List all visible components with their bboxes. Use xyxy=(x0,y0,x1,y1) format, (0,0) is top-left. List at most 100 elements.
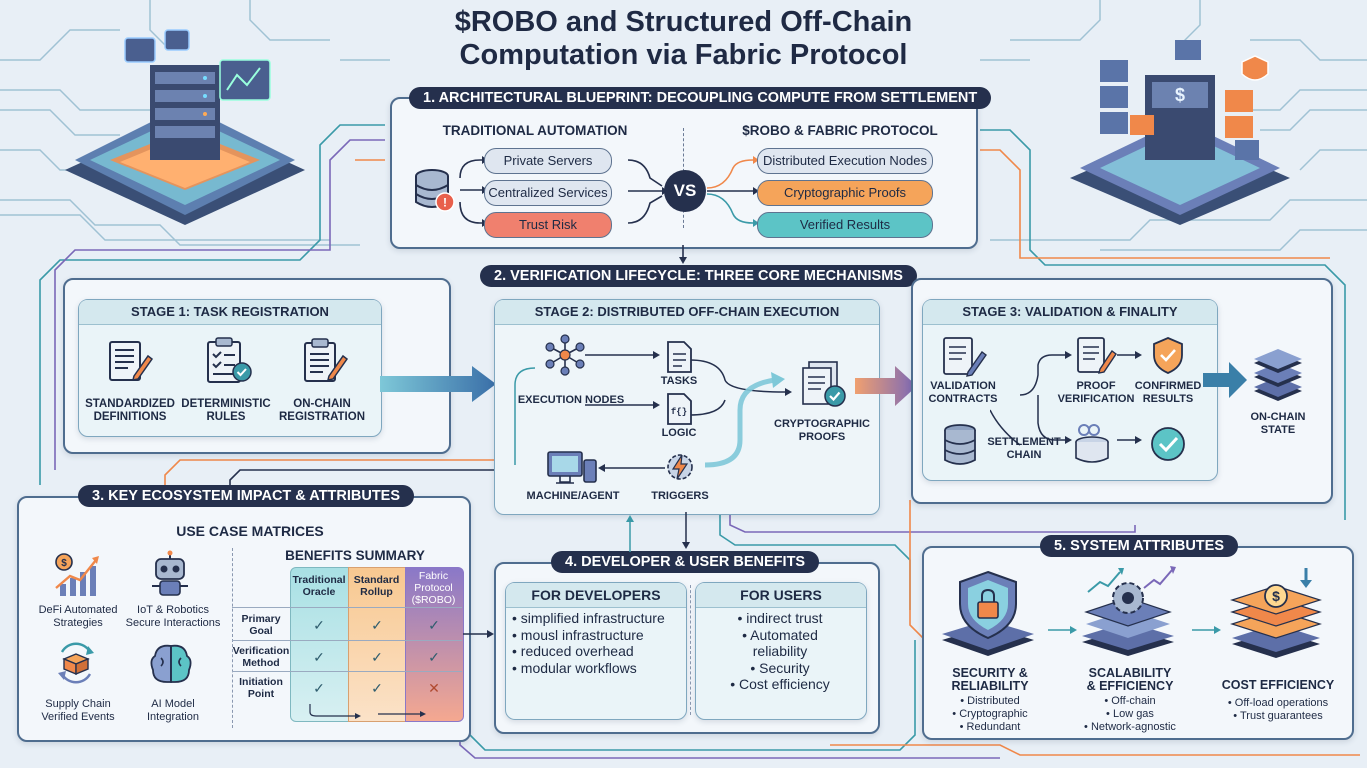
list-item: • Network-agnostic xyxy=(1084,721,1176,733)
section-1-header: 1. ARCHITECTURAL BLUEPRINT: DECOUPLING C… xyxy=(409,87,992,109)
arrow-to-onchain-state xyxy=(1203,362,1247,398)
list-item: • Automated xyxy=(742,626,818,643)
connector-stage2-section4-up xyxy=(626,515,634,552)
scalability-efficiency-title: SCALABILITY& EFFICIENCY xyxy=(1086,666,1174,693)
validation-contract-icon xyxy=(943,337,987,377)
traditional-flow-arrows xyxy=(459,156,668,227)
column-traditional-oracle xyxy=(290,567,350,722)
developers-title: FOR DEVELOPERS xyxy=(506,583,686,608)
proof-verification-icon xyxy=(1077,337,1117,374)
onchain-state-stack-icon xyxy=(1254,349,1302,401)
list-item: • Off-chain xyxy=(1104,695,1156,707)
svg-text:!: ! xyxy=(443,196,447,210)
trigger-lightning-icon xyxy=(667,454,693,480)
scalability-gear-icon xyxy=(1082,566,1176,656)
list-item: • Trust guarantees xyxy=(1233,710,1323,722)
arrow-stage1-to-stage2 xyxy=(380,366,496,402)
list-item: • Cost efficiency xyxy=(730,676,830,692)
fabric-flow-arrows xyxy=(706,156,759,227)
cryptographic-proof-document-icon xyxy=(802,361,846,407)
page-title: $ROBO and Structured Off-Chain Computati… xyxy=(380,6,987,72)
section-5-header: 5. SYSTEM ATTRIBUTES xyxy=(1040,535,1238,557)
users-list: • indirect trust • Automated reliability… xyxy=(695,610,865,693)
check-mark: ✓ xyxy=(371,680,383,696)
task-document-icon xyxy=(667,341,692,373)
benefits-summary-title: BENEFITS SUMMARY xyxy=(285,548,425,563)
check-mark: ✓ xyxy=(428,617,440,633)
check-mark: ✓ xyxy=(371,617,383,633)
table-rule-1 xyxy=(232,607,462,608)
table-rule-3 xyxy=(232,671,462,672)
check-mark: ✓ xyxy=(313,649,325,665)
pill-trust-risk: Trust Risk xyxy=(484,212,612,238)
connector-stage2-section4-down xyxy=(682,512,690,549)
cost-efficiency-coin-stack-icon: $ xyxy=(1230,568,1322,658)
ai-brain-icon xyxy=(150,644,192,683)
checklist-icon xyxy=(207,337,252,383)
robot-icon xyxy=(152,550,188,596)
check-mark: ✓ xyxy=(428,649,440,665)
table-rule-2 xyxy=(232,640,462,641)
developers-list: • simplified infrastructure • mousl infr… xyxy=(512,610,684,676)
scalability-efficiency-list: • Off-chain • Low gas • Network-agnostic xyxy=(1074,695,1186,734)
list-item: • Low gas xyxy=(1106,708,1154,720)
svg-text:$: $ xyxy=(1272,588,1280,604)
table-progress-arrows xyxy=(309,704,426,719)
column-fabric-protocol xyxy=(405,567,464,722)
logic-code-icon: f{} xyxy=(667,393,692,425)
security-shield-lock-icon xyxy=(942,570,1034,656)
page-title-line-2: Computation via Fabric Protocol xyxy=(459,39,908,71)
cross-mark: ✕ xyxy=(428,680,440,696)
stage-2-flow-lines xyxy=(514,351,792,472)
machine-agent-monitor-icon xyxy=(547,451,597,484)
confirmed-shield-icon xyxy=(1153,337,1183,374)
users-title: FOR USERS xyxy=(696,583,866,608)
pill-private-servers: Private Servers xyxy=(484,148,612,174)
pill-centralized-services: Centralized Services xyxy=(484,180,612,206)
security-reliability-title: SECURITY &RELIABILITY xyxy=(951,666,1029,693)
stage-3-flow-lines xyxy=(990,351,1142,446)
distributed-nodes-illustration: $ xyxy=(1070,40,1290,225)
use-case-divider xyxy=(232,548,233,728)
section-3-header: 3. KEY ECOSYSTEM IMPACT & ATTRIBUTES xyxy=(78,485,415,507)
list-item: • Redundant xyxy=(959,721,1021,733)
page-title-line-1: $ROBO and Structured Off-Chain xyxy=(454,6,913,38)
arrow-to-section-4 xyxy=(463,630,494,638)
fabric-protocol-title: $ROBO & FABRIC PROTOCOL xyxy=(742,123,938,138)
pill-cryptographic-proofs: Cryptographic Proofs xyxy=(757,180,933,206)
stage-2-title: STAGE 2: DISTRIBUTED OFF-CHAIN EXECUTION xyxy=(495,300,879,325)
arrow-stage2-to-stage3 xyxy=(855,366,917,406)
svg-text:$: $ xyxy=(61,558,67,569)
list-item: • Security xyxy=(750,659,810,676)
label-execution-nodes: EXECUTION NODES xyxy=(517,394,625,406)
cost-efficiency-title: COST EFFICIENCY xyxy=(1221,678,1335,692)
network-nodes-icon xyxy=(545,334,585,376)
connector-s1-s2 xyxy=(679,245,687,264)
label-machine-agent: MACHINE/AGENT xyxy=(526,490,620,502)
supply-chain-box-icon xyxy=(58,642,94,684)
label-tasks: TASKS xyxy=(660,375,698,387)
section-4-header: 4. DEVELOPER & USER BENEFITS xyxy=(551,551,820,573)
confirmed-check-icon xyxy=(1151,427,1185,461)
list-item: • simplified infrastructure xyxy=(512,610,665,626)
list-item: reliability xyxy=(752,643,808,659)
document-pencil-icon xyxy=(109,341,154,381)
pill-verified-results: Verified Results xyxy=(757,212,933,238)
svg-text:$: $ xyxy=(1175,85,1185,105)
check-mark: ✓ xyxy=(313,680,325,696)
